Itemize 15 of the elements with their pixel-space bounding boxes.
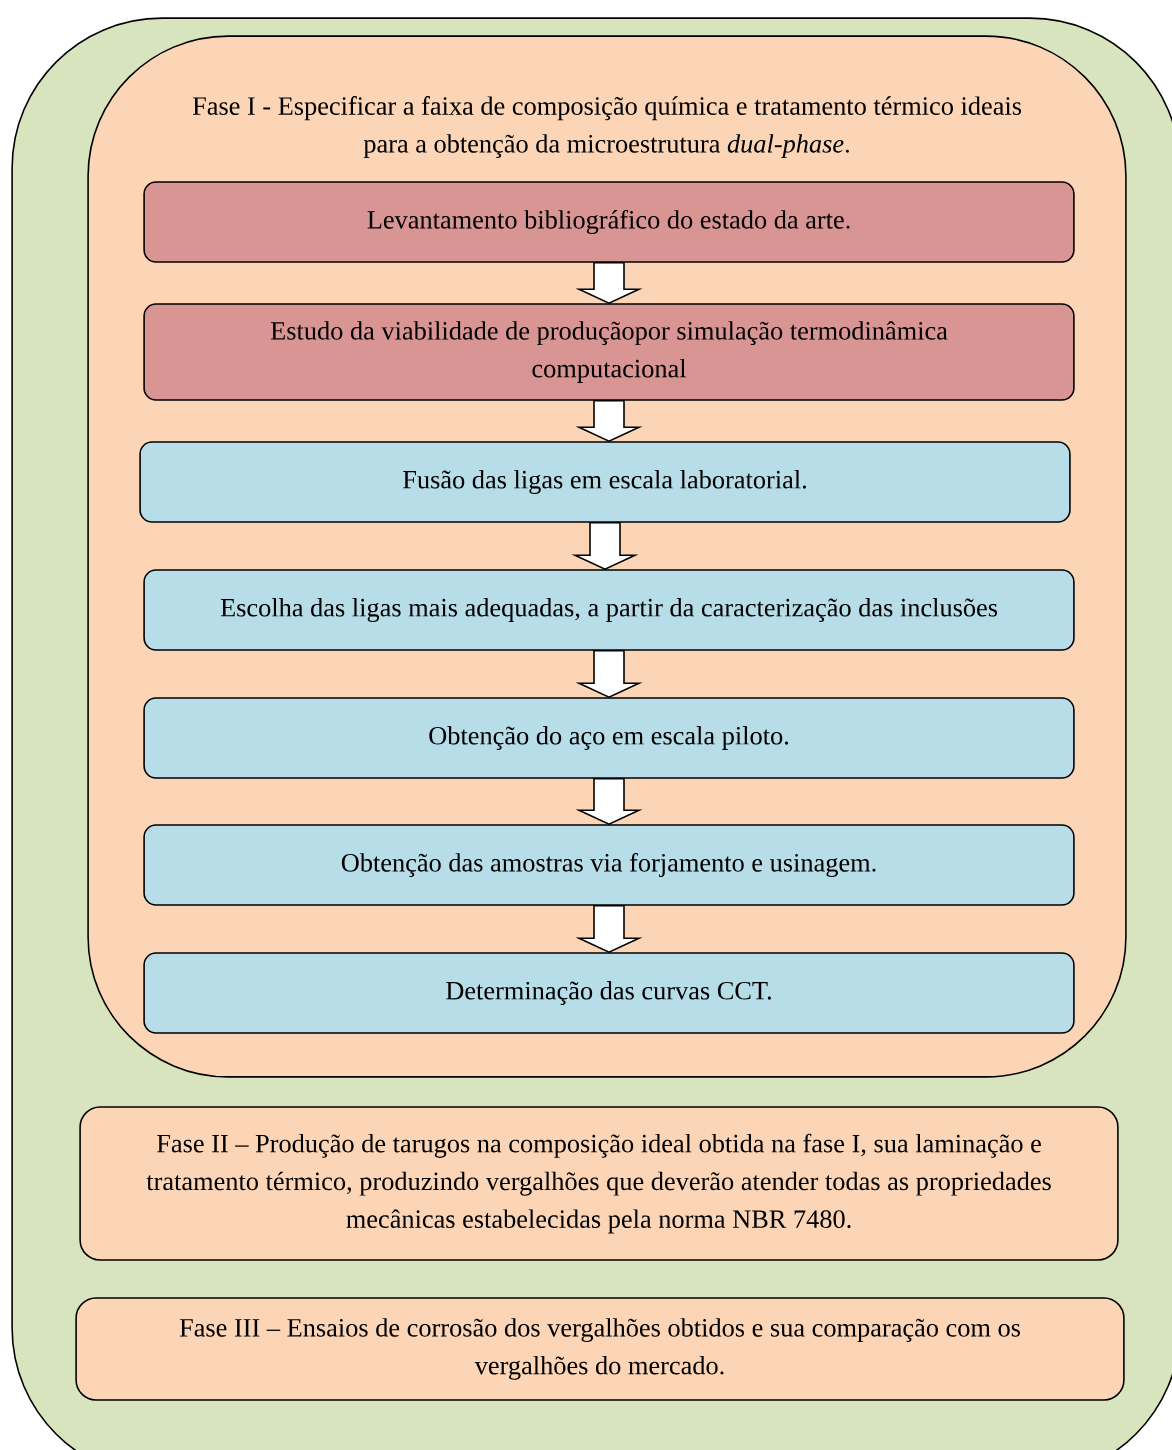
- process-box: Fusão das ligas em escala laboratorial.: [139, 441, 1071, 523]
- block-arrow: [575, 262, 643, 305]
- process-box: Obtenção das amostras via forjamento e usinagem.: [143, 824, 1075, 906]
- process-box: Estudo da viabilidade de produçãopor simulação termodinâmica computacional: [143, 303, 1075, 401]
- process-box: Obtenção do aço em escala piloto.: [143, 697, 1075, 779]
- block-arrow: [575, 400, 643, 443]
- block-arrow: [575, 905, 643, 954]
- phase-box: Fase III – Ensaios de corrosão dos vergalhões obtidos e sua comparação com os vergalhões do mercado.: [75, 1297, 1125, 1401]
- block-arrow: [575, 650, 643, 699]
- phase-box: Fase II – Produção de tarugos na composição ideal obtida na fase I, sua laminação e tratamento térmico, produzindo vergalhões que deverão atender todas as propriedades mecânicas estabelecidas pela norma NBR 7480.: [79, 1106, 1119, 1261]
- block-arrow: [571, 522, 639, 571]
- process-box: Levantamento bibliográfico do estado da arte.: [143, 181, 1075, 263]
- process-box: Escolha das ligas mais adequadas, a partir da caracterização das inclusões: [143, 569, 1075, 651]
- block-arrow: [575, 778, 643, 826]
- process-box: Determinação das curvas CCT.: [143, 952, 1075, 1034]
